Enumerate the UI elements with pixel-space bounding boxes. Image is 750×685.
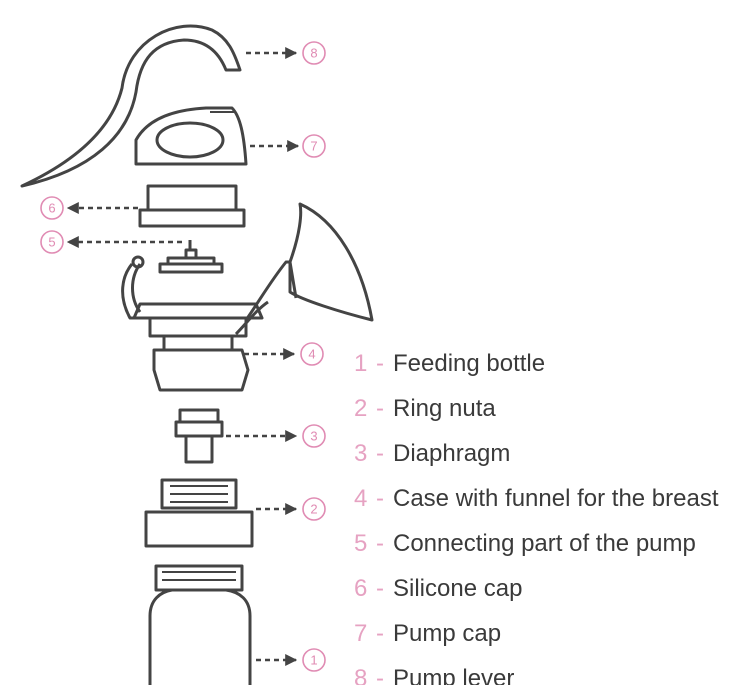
case-with-funnel-part (121, 202, 374, 392)
legend-number: 2 (354, 395, 368, 422)
legend-item-2: 2-Ring nuta (354, 389, 496, 429)
parts-legend: 1-Feeding bottle 2-Ring nuta 3-Diaphragm… (354, 344, 750, 685)
ring-nut-part (144, 478, 254, 548)
legend-number: 1 (354, 350, 368, 377)
feeding-bottle-part (148, 564, 252, 685)
svg-text:2: 2 (310, 502, 317, 517)
svg-text:7: 7 (310, 139, 317, 154)
legend-dash: - (376, 665, 384, 685)
legend-number: 7 (354, 620, 368, 647)
legend-dash: - (376, 620, 384, 647)
callout-3: 3 (302, 424, 326, 448)
legend-label: Diaphragm (393, 440, 511, 467)
silicone-cap-part (138, 184, 246, 228)
legend-label: Pump lever (393, 665, 515, 685)
callout-2: 2 (302, 497, 326, 521)
legend-item-6: 6-Silicone cap (354, 569, 522, 609)
legend-item-3: 3-Diaphragm (354, 434, 510, 474)
legend-item-7: 7-Pump cap (354, 614, 501, 654)
svg-text:1: 1 (310, 653, 317, 668)
pump-lever-part (20, 24, 242, 188)
callout-arrows (66, 47, 300, 666)
legend-dash: - (376, 530, 384, 557)
legend-dash: - (376, 485, 384, 512)
svg-text:3: 3 (310, 429, 317, 444)
legend-number: 5 (354, 530, 368, 557)
legend-number: 3 (354, 440, 368, 467)
legend-number: 4 (354, 485, 368, 512)
diaphragm-part (174, 408, 224, 464)
legend-item-8: 8-Pump lever (354, 659, 514, 685)
legend-dash: - (376, 440, 384, 467)
legend-number: 8 (354, 665, 368, 685)
legend-label: Case with funnel for the breast (393, 485, 719, 512)
svg-text:4: 4 (308, 347, 315, 362)
legend-dash: - (376, 395, 384, 422)
legend-label: Connecting part of the pump (393, 530, 696, 557)
svg-text:8: 8 (310, 46, 317, 61)
legend-label: Pump cap (393, 620, 502, 647)
legend-item-5: 5-Connecting part of the pump (354, 524, 696, 564)
legend-label: Ring nuta (393, 395, 496, 422)
legend-item-1: 1-Feeding bottle (354, 344, 545, 384)
svg-text:6: 6 (48, 201, 55, 216)
callout-4: 4 (300, 342, 324, 366)
callout-8: 8 (302, 41, 326, 65)
legend-number: 6 (354, 575, 368, 602)
callout-5: 5 (40, 230, 64, 254)
legend-dash: - (376, 350, 384, 377)
connecting-part (158, 240, 224, 274)
legend-label: Feeding bottle (393, 350, 546, 377)
pump-cap-part (134, 106, 248, 166)
callout-7: 7 (302, 134, 326, 158)
legend-label: Silicone cap (393, 575, 523, 602)
callout-1: 1 (302, 648, 326, 672)
legend-item-4: 4-Case with funnel for the breast (354, 479, 719, 519)
svg-text:5: 5 (48, 235, 55, 250)
callout-6: 6 (40, 196, 64, 220)
legend-dash: - (376, 575, 384, 602)
